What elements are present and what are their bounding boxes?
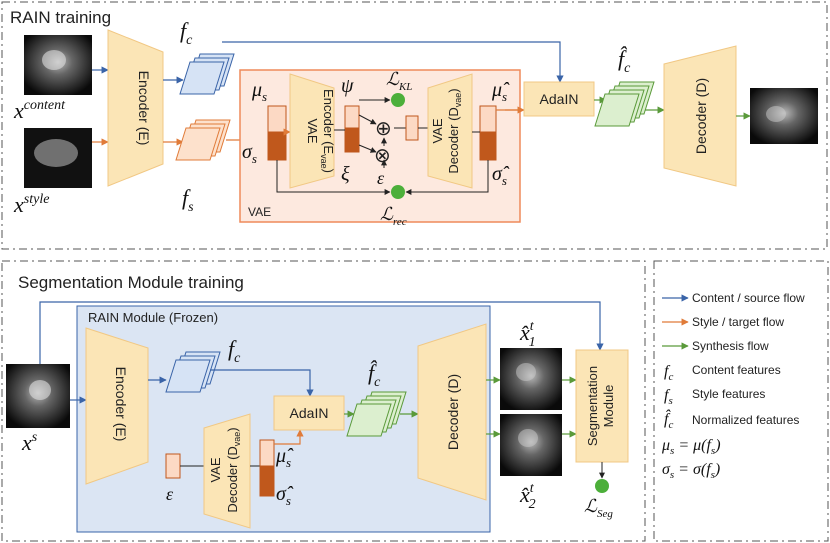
vae-box <box>239 69 521 223</box>
encoder-block-bottom <box>85 327 149 485</box>
x-content-symbol: xcontent <box>13 98 66 123</box>
segmentation-module-block <box>575 349 629 463</box>
vae-decoder-bottom-label-2: Decoder (Dvae) <box>225 427 242 512</box>
style-image <box>24 128 92 188</box>
vae-decoder-block-bottom <box>203 413 251 529</box>
epsilon-bar-bottom <box>165 453 181 479</box>
adain-block-bottom <box>273 395 345 431</box>
times-operator: ⊗ <box>374 145 391 167</box>
fs-symbol: fs <box>182 185 194 215</box>
fc-symbol: fc <box>180 18 193 48</box>
psi-to-plus-arrow <box>358 114 377 125</box>
seg-loss-node <box>595 479 609 493</box>
x-style-symbol: xstyle <box>13 192 49 217</box>
rain-training-title: RAIN training <box>10 8 111 27</box>
normalized-features-stack <box>594 81 655 127</box>
fc-bottom-symbol: fc <box>228 336 241 366</box>
stats-to-adain-bottom-path <box>274 429 304 445</box>
legend-fs-symbol: fs <box>664 387 673 407</box>
epsilon-bottom-symbol: ε <box>166 484 174 504</box>
content-image <box>24 35 92 95</box>
segmentation-training-title: Segmentation Module training <box>18 273 244 292</box>
epsilon-symbol: ε <box>377 168 385 188</box>
decoder-label: Decoder (D) <box>693 78 709 154</box>
seg-module-label-2: Module <box>601 385 616 428</box>
normalized-features-stack-bottom <box>346 391 407 437</box>
vae-encoder-block <box>289 73 335 189</box>
mu-s-symbol: μs <box>251 79 267 104</box>
reconstructed-stats-bar-bottom <box>259 439 275 497</box>
seg-module-label-1: Segmentation <box>585 366 600 446</box>
legend-fchat-symbol: f̂c <box>664 409 673 431</box>
content-features-stack-bottom <box>165 351 221 393</box>
psi-symbol: ψ <box>341 75 354 97</box>
legend-style-flow: Style / target flow <box>692 315 784 329</box>
source-to-seg-path <box>39 301 604 364</box>
adain-block <box>523 81 595 117</box>
segmentation-training-frame <box>1 260 646 542</box>
style-features-stack <box>175 119 231 161</box>
xi-symbol: ξ <box>341 163 350 185</box>
legend-fc-desc: Content features <box>692 363 781 377</box>
legend-fs-desc: Style features <box>692 387 765 401</box>
synthesized-image <box>750 88 818 144</box>
legend-mu-equation: μs = μ(fs) <box>661 437 721 457</box>
latent-sample-bar <box>405 115 419 141</box>
vae-decoder-label-1: VAE <box>430 118 445 143</box>
legend-content-flow: Content / source flow <box>692 291 805 305</box>
adain-label: AdaIN <box>540 91 579 107</box>
legend: Content / source flow Style / target flo… <box>661 291 805 481</box>
source-image <box>6 364 70 428</box>
rain-training-frame <box>1 1 828 250</box>
encoder-bottom-label: Encoder (E) <box>113 367 129 442</box>
plus-operator: ⊕ <box>375 118 392 140</box>
content-features-stack <box>179 53 235 95</box>
encoder-label: Encoder (E) <box>136 71 152 146</box>
vae-encoder-label-1: VAE <box>305 118 320 143</box>
fc-to-adain-bottom-path <box>210 369 314 397</box>
synthesized-image-1 <box>500 348 562 410</box>
vae-decoder-label-2: Decoder (Dvae) <box>446 88 463 173</box>
reconstructed-to-rec-loss-path <box>405 160 489 195</box>
encoder-block <box>107 29 164 187</box>
legend-synthesis-flow: Synthesis flow <box>692 339 769 353</box>
loss-kl-symbol: ℒKL <box>386 69 412 93</box>
fc-hat-bottom-symbol: f̂c <box>368 360 381 390</box>
synthesized-image-2 <box>500 414 562 476</box>
legend-fc-symbol: fc <box>664 363 673 383</box>
rain-module-label: RAIN Module (Frozen) <box>88 310 218 325</box>
reconstructed-stats-bar <box>479 105 497 161</box>
loss-seg-symbol: ℒSeg <box>584 496 613 520</box>
decoder-block <box>663 45 737 187</box>
rec-loss-node <box>391 185 405 199</box>
legend-fchat-desc: Normalized features <box>692 413 799 427</box>
vae-decoder-block <box>427 73 473 189</box>
legend-frame <box>653 260 829 542</box>
adain-bottom-label: AdaIN <box>290 405 329 421</box>
stats-to-rec-loss-path <box>276 160 391 195</box>
vae-box-label: VAE <box>248 205 271 219</box>
loss-rec-symbol: ℒrec <box>380 204 407 228</box>
legend-sigma-equation: σs = σ(fs) <box>662 461 720 481</box>
fc-to-adain-path <box>222 41 564 83</box>
xi-to-times-arrow <box>358 144 377 153</box>
vae-encoder-label-2: Encoder (Evae) <box>319 89 336 173</box>
style-stats-bar <box>267 105 287 161</box>
sigma-s-symbol: σs <box>242 141 257 166</box>
x-s-symbol: xs <box>21 430 38 455</box>
kl-loss-node <box>391 93 405 107</box>
decoder-bottom-label: Decoder (D) <box>445 374 461 450</box>
latent-stats-bar <box>344 105 360 153</box>
decoder-block-bottom <box>417 323 487 501</box>
vae-decoder-bottom-label-1: VAE <box>208 457 223 482</box>
fc-hat-symbol: f̂c <box>618 46 631 76</box>
